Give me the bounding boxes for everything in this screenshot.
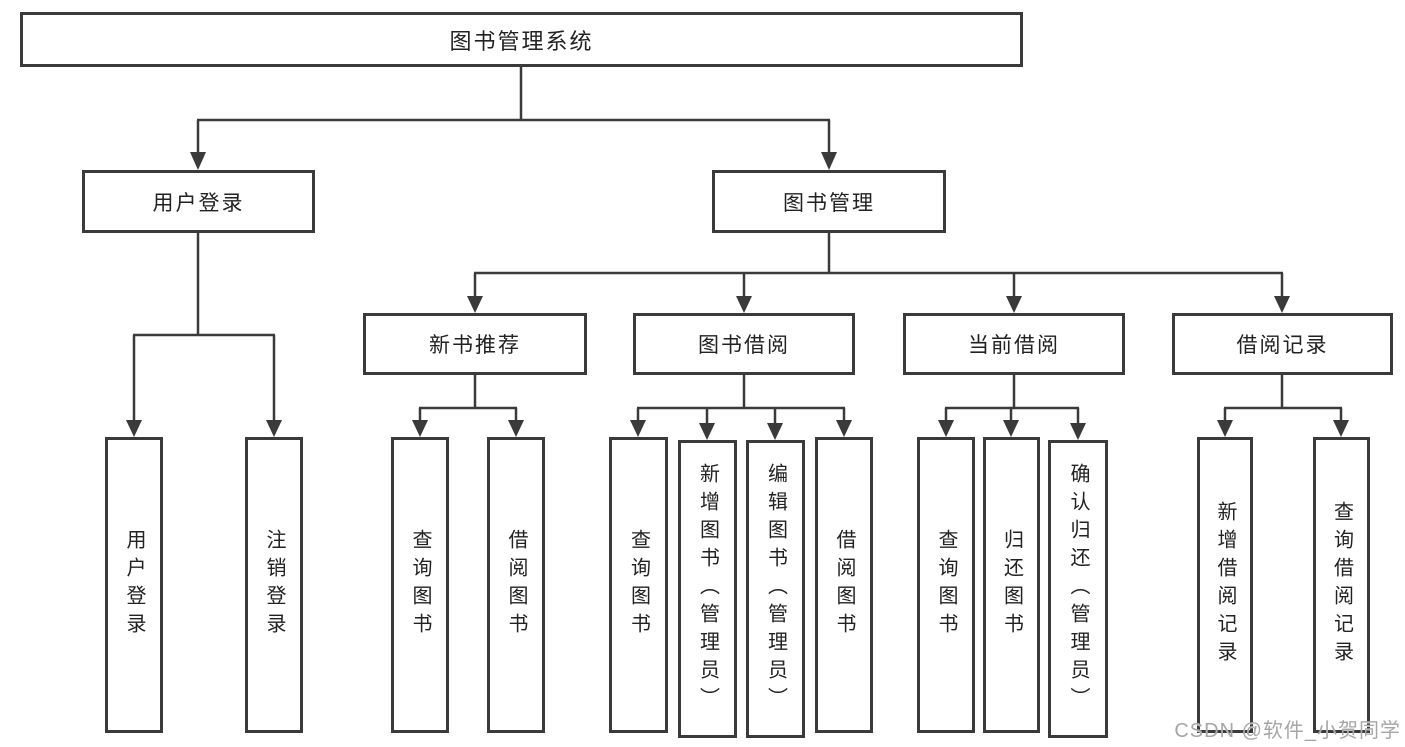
node-book-borrow: 图书借阅 [633,313,855,375]
leaf-add-borrow-record: 新增借阅记录 [1197,437,1253,733]
leaf-user-login: 用户登录 [105,437,163,733]
leaf-query-books-borrow: 查询图书 [609,437,668,733]
connector-user-login-to-leaves [126,233,282,437]
leaf-query-books-current: 查询图书 [917,437,975,733]
node-new-book-recommend: 新书推荐 [363,313,587,375]
leaf-return-book: 归还图书 [983,437,1040,733]
connector-root-to-level2 [190,67,837,170]
leaf-confirm-return-admin: 确认归还（管理员） [1048,440,1108,738]
leaf-edit-book-admin: 编辑图书（管理员） [746,440,805,738]
connector-borrow-records-to-leaves [1217,375,1349,437]
connector-book-borrow-to-leaves [630,375,852,440]
csdn-watermark: CSDN @软件_小贺同学 [1174,720,1401,742]
node-user-login: 用户登录 [82,170,315,233]
node-borrow-records: 借阅记录 [1172,313,1393,375]
leaf-borrow-books: 借阅图书 [815,437,873,733]
node-book-management: 图书管理 [712,170,946,233]
leaf-query-borrow-record: 查询借阅记录 [1313,437,1370,733]
leaf-borrow-books-recommend: 借阅图书 [487,437,545,733]
leaf-add-book-admin: 新增图书（管理员） [678,440,737,738]
connector-current-borrow-to-leaves [938,375,1086,440]
connector-book-management-to-level3 [467,233,1290,313]
leaf-logout: 注销登录 [245,437,303,733]
node-library-management-system: 图书管理系统 [20,12,1023,67]
node-current-borrow: 当前借阅 [903,313,1125,375]
leaf-query-books-recommend: 查询图书 [391,437,449,733]
connector-new-book-recommend-to-leaves [412,375,524,437]
